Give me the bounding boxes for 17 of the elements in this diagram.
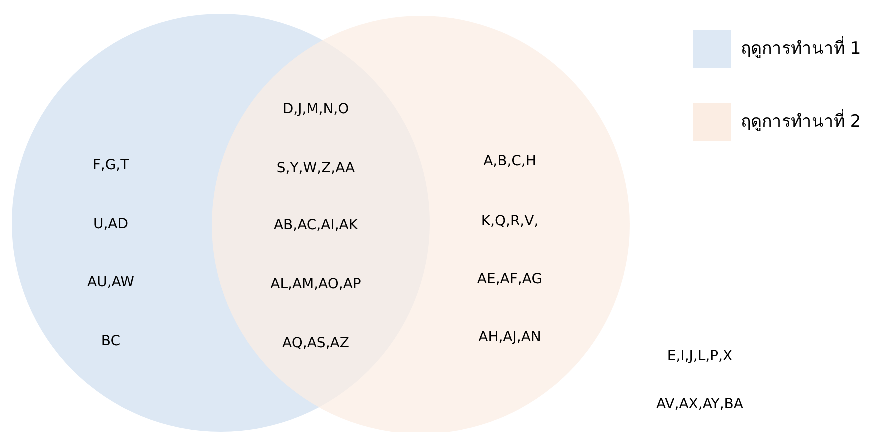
set-members: AU,AW (88, 274, 134, 292)
outside-members: E,I,J,L,P,X (667, 348, 733, 366)
set-members: A,B,C,H (484, 152, 536, 172)
set-members: BC (101, 332, 121, 352)
overlap-members: S,Y,W,Z,AA (276, 160, 356, 178)
legend-label: ฤดูการทำนาที่ 2 (741, 103, 862, 141)
set-members: U,AD (93, 216, 129, 234)
overlap-members: AL,AM,AO,AP (270, 276, 362, 294)
overlap-members: AB,AC,AI,AK (274, 216, 358, 236)
set-members: AH,AJ,AN (478, 328, 542, 348)
outside-members: AV,AX,AY,BA (656, 396, 744, 414)
set-members: K,Q,R,V, (481, 212, 539, 232)
set-members: AE,AF,AG (477, 270, 543, 290)
set-members: F,G,T (92, 156, 130, 176)
overlap-members: D,J,M,N,O (282, 100, 350, 120)
overlap-members: AQ,AS,AZ (282, 334, 350, 354)
legend-label: ฤดูการทำนาที่ 1 (741, 30, 862, 68)
